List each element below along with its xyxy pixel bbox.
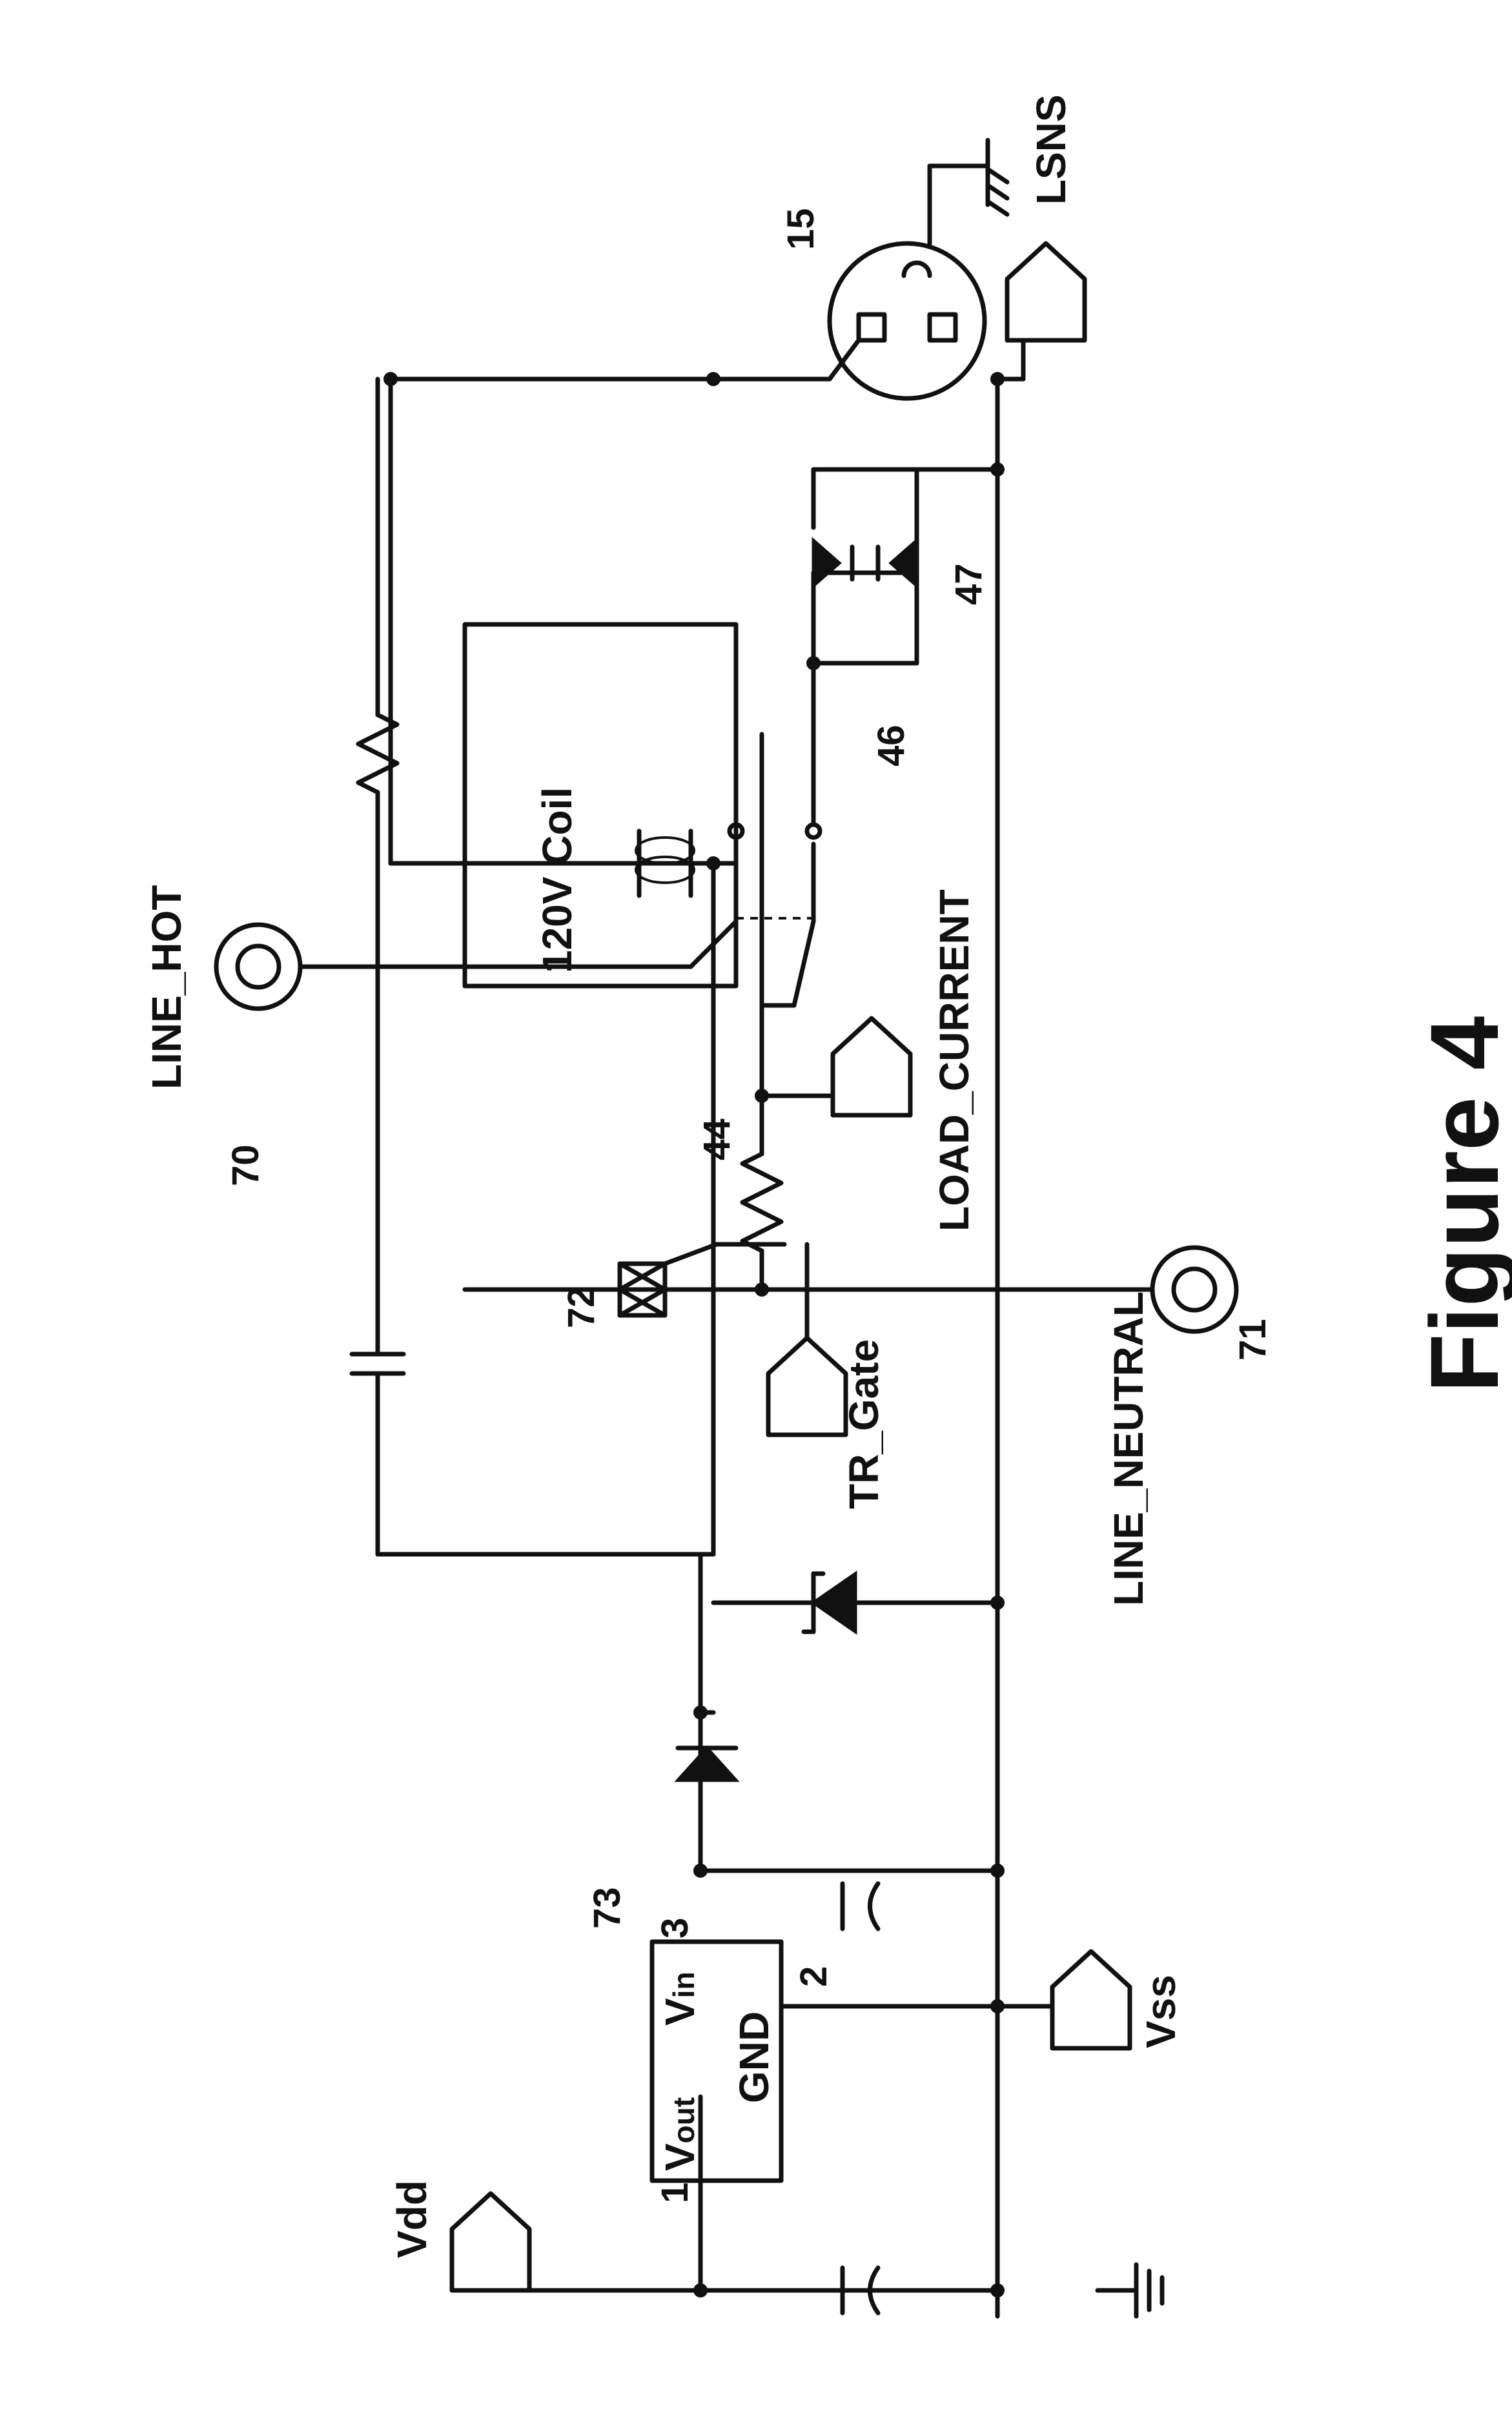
connector-tr-gate: TR_Gate (768, 1244, 887, 1509)
diode-46-ref: 46 (870, 725, 912, 766)
regulator-vin-label: Vin (657, 1971, 703, 2026)
line-hot-ref: 70 (225, 1144, 267, 1186)
relay-coil: 120V Coil (465, 624, 736, 986)
capacitor-series (352, 792, 404, 1554)
connector-lsns: LSNS (930, 94, 1085, 379)
voltage-regulator: 73 GND Vout Vin 1 2 3 (586, 1887, 997, 2203)
line-hot-label: LINE_HOT (143, 885, 190, 1089)
line-neutral-ref: 71 (1232, 1319, 1274, 1361)
regulator-vout-label: Vout (657, 2097, 703, 2171)
zener-diode (713, 1574, 997, 1632)
load-current-label: LOAD_CURRENT (931, 889, 977, 1231)
connector-vss: Vss (997, 1951, 1184, 2048)
regulator-pin1: 1 (654, 2183, 696, 2203)
diode-series (678, 1748, 736, 1780)
tr-gate-label: TR_Gate (841, 1339, 887, 1509)
connector-load-current: LOAD_CURRENT (762, 889, 977, 1231)
regulator-ref: 73 (586, 1887, 628, 1929)
resistor-44-ref: 44 (696, 1118, 738, 1160)
regulator-gnd-label: GND (731, 2011, 777, 2103)
vdd-label: Vdd (389, 2180, 435, 2258)
regulator-pin3: 3 (654, 1918, 696, 1938)
relay-contacts (691, 825, 820, 1005)
diode-pair: 46 47 (813, 469, 997, 825)
socket-15-ref: 15 (780, 208, 822, 250)
ground-symbol (1098, 2265, 1162, 2316)
coil-label: 120V Coil (534, 787, 580, 973)
terminal-line-hot: LINE_HOT 70 (143, 885, 691, 1186)
vss-label: Vss (1138, 1975, 1184, 2048)
line-neutral-label: LINE_NEUTRAL (1105, 1291, 1152, 1606)
resistor-44: 44 (696, 734, 781, 1290)
capacitor-input (843, 1884, 878, 1929)
figure-title: Figure 4 (1410, 1016, 1512, 1393)
triac-ref: 72 (560, 1286, 602, 1328)
regulator-pin2: 2 (793, 1966, 835, 1987)
terminal-line-neutral: LINE_NEUTRAL 71 (997, 1248, 1274, 1606)
lsns-label: LSNS (1028, 94, 1074, 205)
triac: 72 (465, 1244, 997, 1328)
diode-47-ref: 47 (948, 563, 990, 605)
socket-15: 15 (713, 208, 985, 398)
